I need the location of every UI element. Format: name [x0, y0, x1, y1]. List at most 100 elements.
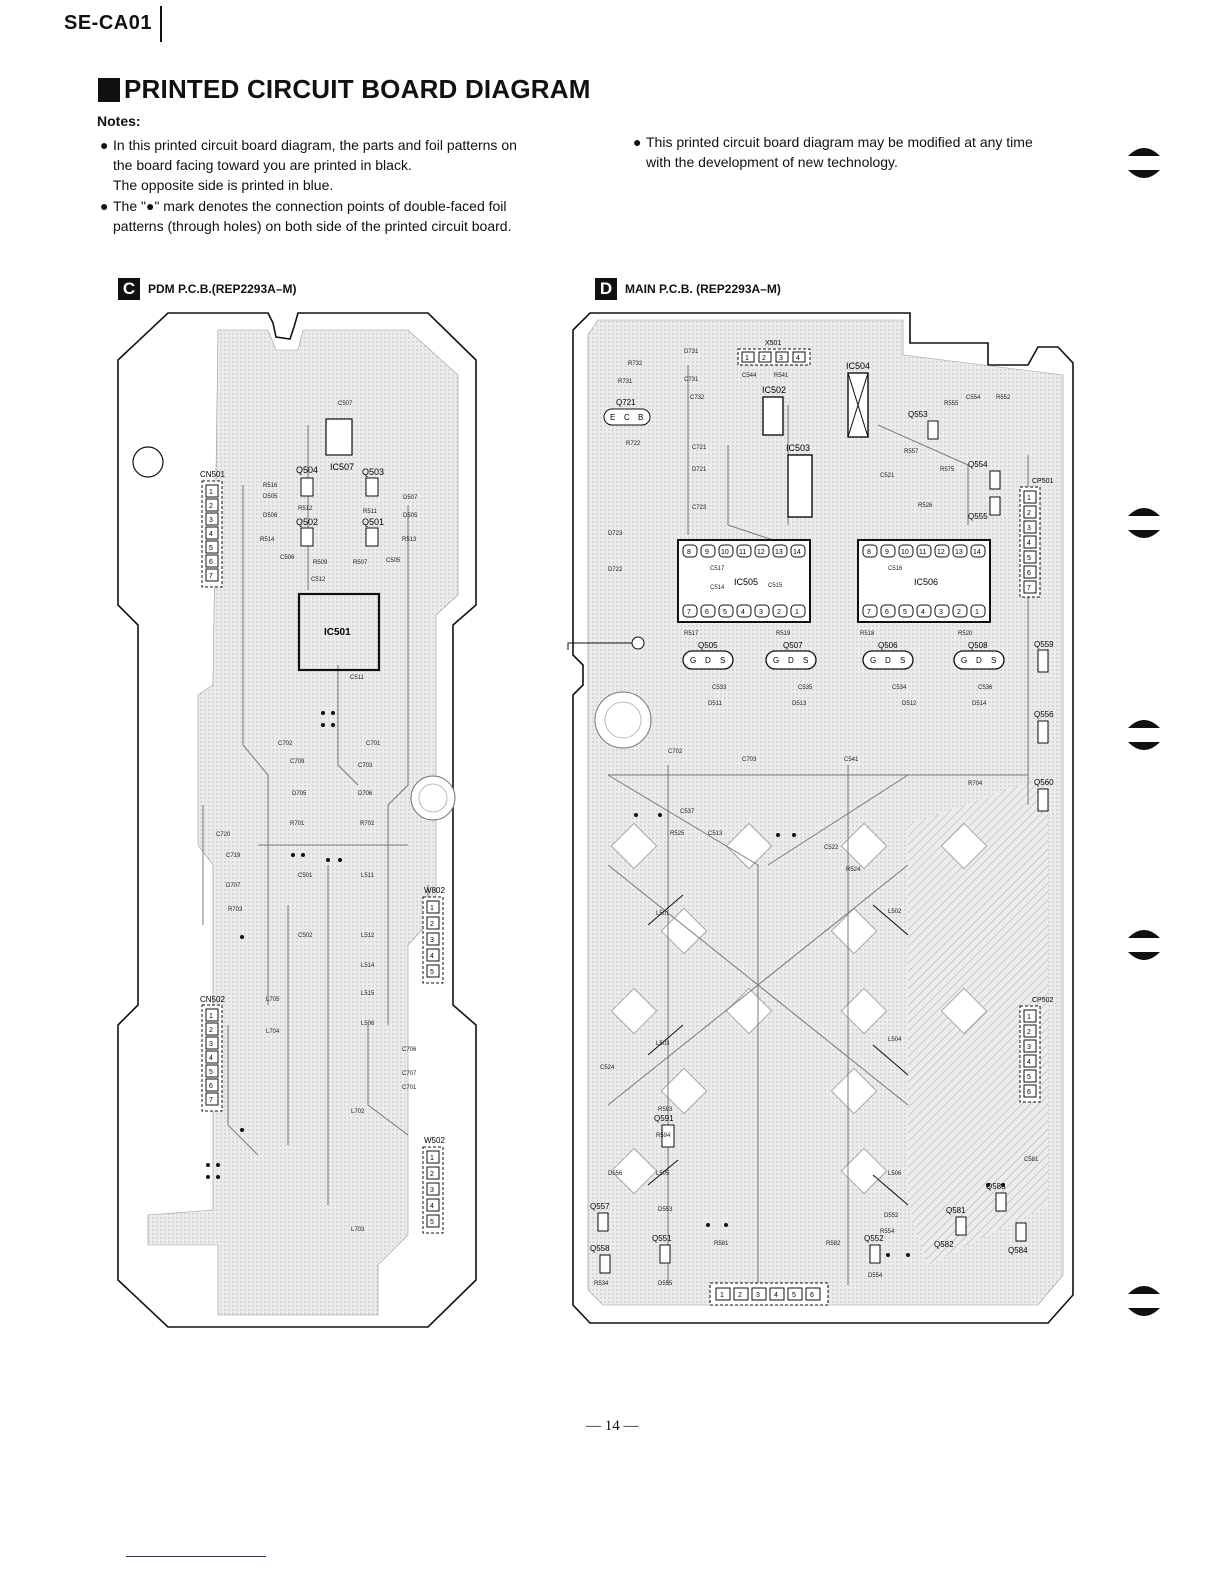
- pin-label: 7: [1027, 585, 1031, 592]
- pin-label: 2: [777, 609, 781, 616]
- q506-fet: Q506 G D S: [862, 641, 914, 670]
- component-label: R512: [298, 506, 313, 512]
- pin-label: 5: [209, 545, 213, 552]
- note-left-2: ● The "●" mark denotes the connection po…: [100, 196, 511, 236]
- component-label: L702: [351, 1109, 365, 1115]
- transistor-label: Q581: [946, 1206, 966, 1215]
- q508-label: Q508: [968, 641, 988, 650]
- component-label: C506: [280, 555, 295, 561]
- pin-label: 2: [738, 1292, 742, 1299]
- transistor-label: Q554: [968, 460, 988, 469]
- cn502-label: CN502: [200, 995, 225, 1004]
- note-line: This printed circuit board diagram may b…: [646, 134, 1033, 150]
- note-line: with the development of new technology.: [646, 154, 898, 170]
- q503-body: [365, 477, 379, 497]
- component-label: C536: [978, 685, 993, 691]
- pin-label: 4: [921, 609, 925, 616]
- cp502-label: CP502: [1032, 997, 1054, 1004]
- q507-label: Q507: [783, 641, 803, 650]
- q508-fet: Q508 G D S: [953, 641, 1005, 670]
- pin-label: 1: [209, 489, 213, 496]
- component-label: R582: [826, 1241, 841, 1247]
- transistor-label: Q582: [934, 1240, 954, 1249]
- pin-label: 2: [209, 1027, 213, 1034]
- pin-label: 8: [687, 549, 691, 556]
- component-label: C702: [278, 741, 293, 747]
- component-label: D705: [292, 791, 307, 797]
- transistor-label: Q558: [590, 1244, 610, 1253]
- component-label: C731: [684, 377, 699, 383]
- component-label: C720: [216, 832, 231, 838]
- pin-label: 5: [209, 1069, 213, 1076]
- component-label: C721: [692, 445, 707, 451]
- pin-label: 13: [775, 549, 783, 556]
- coil-label: L502: [888, 909, 902, 915]
- registration-mark-icon: [1128, 720, 1160, 750]
- coil-label: L506: [888, 1171, 902, 1177]
- component-label: D552: [884, 1213, 899, 1219]
- ic501-body: [297, 592, 381, 672]
- transistor-label: Q555: [968, 512, 988, 521]
- pin-label: 5: [723, 609, 727, 616]
- pin-label: S: [900, 656, 905, 665]
- component-label: C502: [298, 933, 313, 939]
- pin-label: 7: [687, 609, 691, 616]
- pin-label: 6: [885, 609, 889, 616]
- note-left-1: ● In this printed circuit board diagram,…: [100, 135, 517, 195]
- pin-label: 7: [209, 573, 213, 580]
- switch-pads: [610, 822, 988, 1195]
- note-right-1: ● This printed circuit board diagram may…: [633, 132, 1033, 172]
- component-label: R516: [263, 483, 278, 489]
- pin-label: 2: [1027, 1029, 1031, 1036]
- component-label: C507: [338, 401, 353, 407]
- component-label: C541: [844, 757, 859, 763]
- component-label: R701: [290, 821, 305, 827]
- component-label: D721: [692, 467, 707, 473]
- q505-fet: Q505 G D S: [682, 641, 734, 670]
- component-label: C535: [798, 685, 813, 691]
- note-line: The opposite side is printed in blue.: [113, 177, 334, 193]
- pin-label: 2: [430, 921, 434, 928]
- component-label: C513: [708, 831, 723, 837]
- q502-body: [300, 527, 314, 547]
- component-label: L512: [361, 933, 375, 939]
- small-transistors: Q553 Q554 Q555 Q556 Q559 Q560 Q591 Q557 …: [590, 410, 1054, 1274]
- pin-label: 4: [796, 355, 800, 362]
- q721-transistor: Q721 E C B: [603, 398, 651, 426]
- cn502-connector: 1 2 3 4 5 6 7: [201, 1004, 223, 1112]
- pin-label: 12: [937, 549, 945, 556]
- component-label: D514: [972, 701, 987, 707]
- pin-label: 6: [1027, 570, 1031, 577]
- ic505-label: IC505: [734, 577, 758, 587]
- transistor-label: Q557: [590, 1202, 610, 1211]
- main-pcb-name: MAIN P.C.B. (REP2293A–M): [625, 282, 781, 296]
- component-label: R555: [944, 401, 959, 407]
- component-label: C732: [690, 395, 705, 401]
- component-label: C544: [742, 373, 757, 379]
- component-label: D555: [658, 1281, 673, 1287]
- component-label: R524: [846, 867, 861, 873]
- component-label: R534: [594, 1281, 609, 1287]
- transistor-label: Q551: [652, 1234, 672, 1243]
- component-label: C501: [298, 873, 313, 879]
- coil-label: L503: [656, 1041, 670, 1047]
- pin-label: 3: [1027, 525, 1031, 532]
- ic504-mark: [847, 372, 869, 438]
- component-label: R704: [968, 781, 983, 787]
- component-label: R575: [940, 467, 955, 473]
- foil-fill: [147, 329, 459, 1316]
- transistor-label: Q584: [1008, 1246, 1028, 1255]
- pin-label: 3: [759, 609, 763, 616]
- page-title: PRINTED CIRCUIT BOARD DIAGRAM: [124, 74, 591, 104]
- pin-label: 1: [720, 1292, 724, 1299]
- component-label: C515: [768, 583, 783, 589]
- component-label: D554: [868, 1273, 883, 1279]
- component-label: R593: [658, 1107, 673, 1113]
- pin-label: D: [976, 656, 982, 665]
- pin-label: 4: [209, 1055, 213, 1062]
- pin-label: 5: [430, 969, 434, 976]
- note-line: the board facing toward you are printed …: [113, 157, 412, 173]
- component-label: C707: [402, 1071, 417, 1077]
- ic505-pins: 8 9 10 11 12 13 14 7 6 5 4 3 2 1: [682, 544, 806, 618]
- ic503-label: IC503: [786, 443, 810, 453]
